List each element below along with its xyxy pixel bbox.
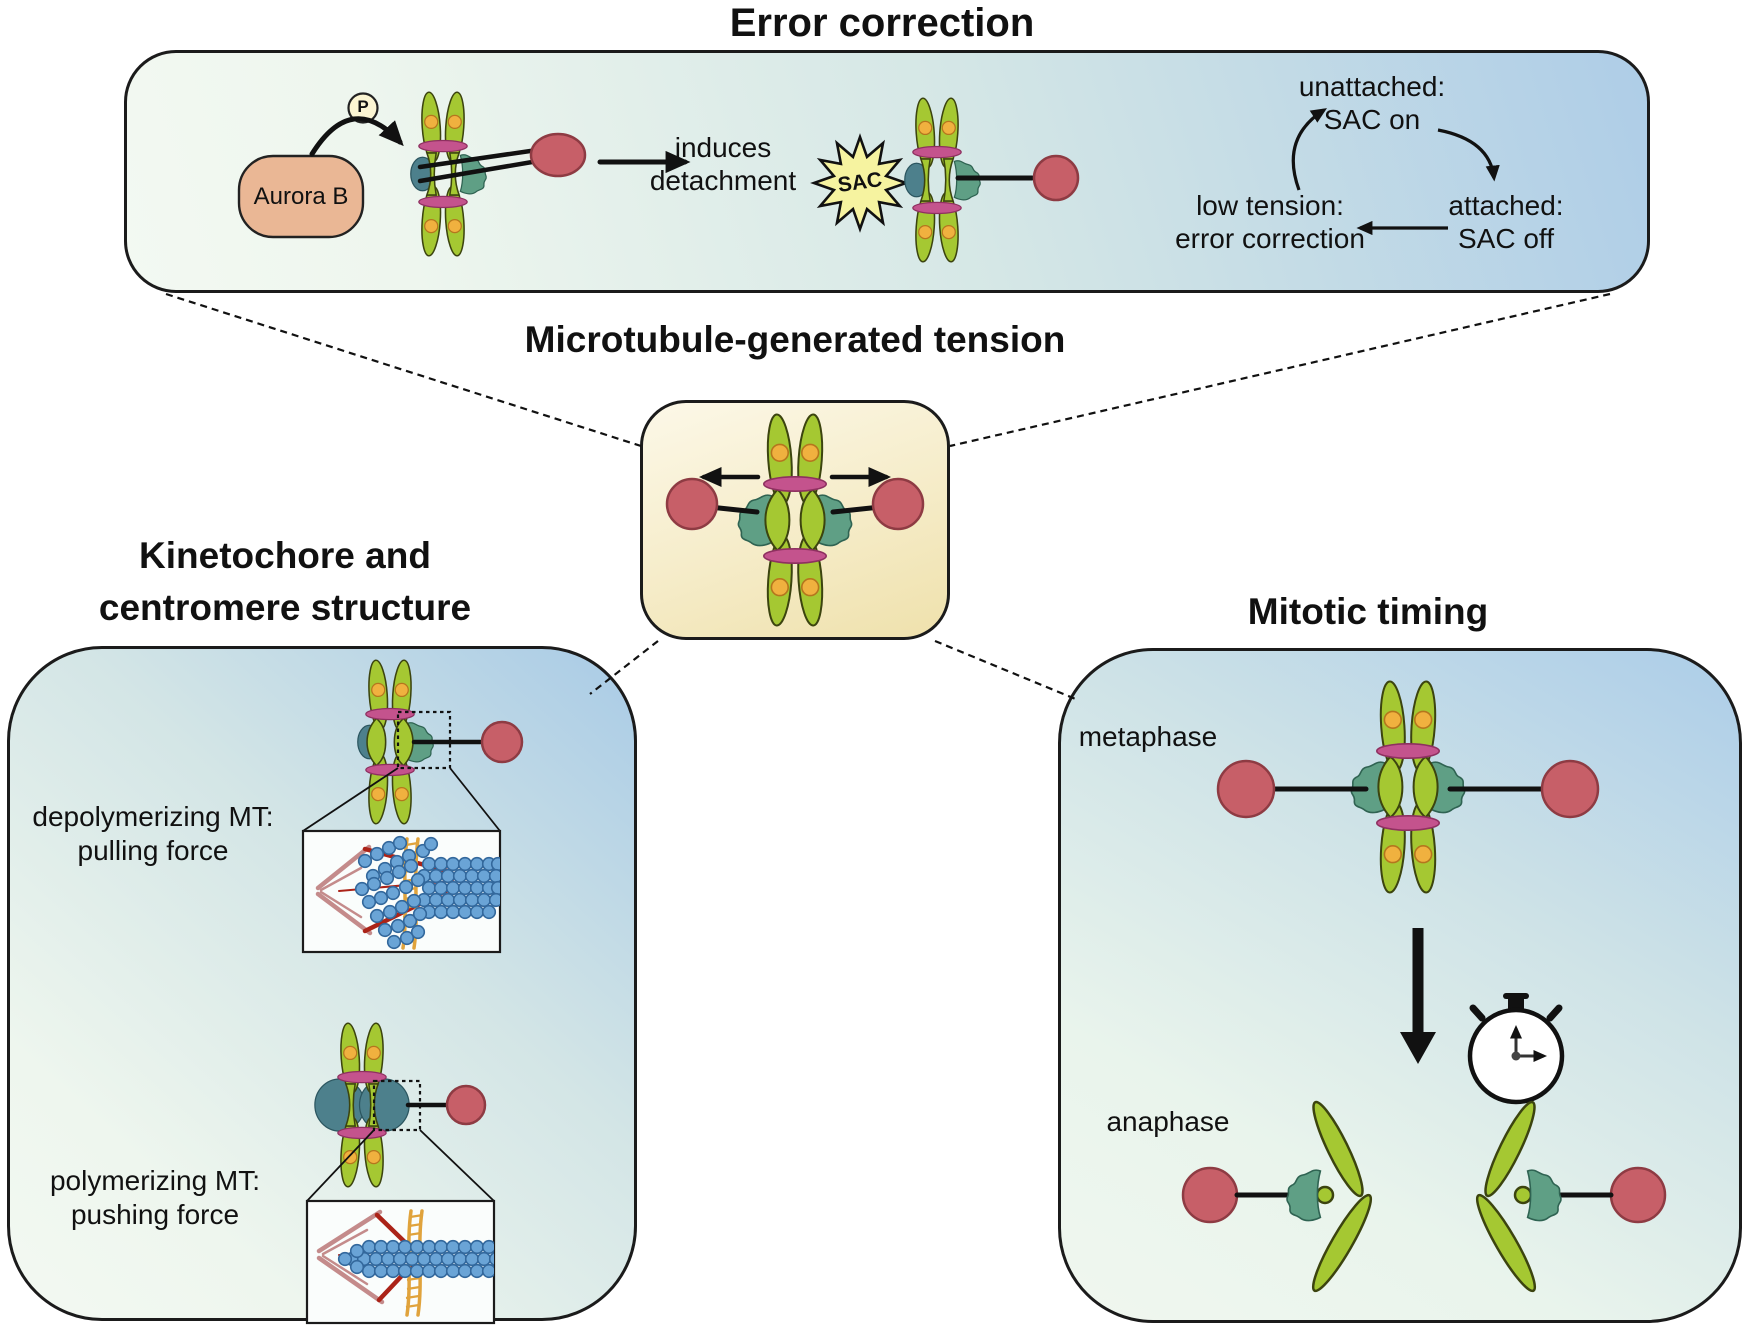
inset-depolymerizing-content	[315, 835, 500, 950]
time-arrow	[1400, 928, 1436, 1064]
anaphase-chromatid-left	[1181, 1098, 1378, 1296]
phospho-arrow	[309, 116, 404, 157]
misattached-microtubules	[417, 132, 587, 184]
chromosome-corrected	[904, 96, 981, 264]
attached-sac-off-label: attached: SAC off	[1448, 190, 1564, 254]
anaphase-label: anaphase	[1106, 1106, 1230, 1137]
sac-starburst	[810, 133, 910, 233]
error-correction-title: Error correction	[729, 1, 1035, 45]
metaphase-chromosome	[1350, 679, 1466, 895]
inset-polymerizing-content	[316, 1209, 494, 1317]
kinetochore-title-line1: Kinetochore and	[139, 535, 431, 576]
spindle-pole	[1181, 1166, 1239, 1224]
corrected-microtubule	[955, 154, 1080, 202]
spindle-pole	[480, 720, 524, 764]
tension-title: Microtubule-generated tension	[524, 319, 1066, 360]
low-tension-label: low tension: error correction	[1175, 190, 1365, 254]
chromosome-pushing	[314, 1021, 410, 1189]
protofilament-lattice	[416, 856, 500, 920]
spindle-pole	[1216, 759, 1276, 819]
kinetochore-title: Kinetochore and centromere structure	[30, 530, 540, 634]
induces-detachment-label: induces detachment	[649, 132, 797, 196]
zoom-region-depolymerizing	[396, 710, 452, 770]
kinetochore-title-line2: centromere structure	[98, 587, 472, 628]
spindle-pole	[529, 132, 587, 178]
metaphase-microtubules	[1216, 759, 1600, 819]
anaphase-chromatid-right	[1470, 1098, 1667, 1296]
mitotic-timing-title: Mitotic timing	[1247, 591, 1489, 632]
pushing-microtubule	[405, 1084, 487, 1126]
peeling-dimers	[354, 835, 439, 950]
sac-cycle-arrows	[1291, 108, 1500, 236]
polymerizing-label: polymerizing MT: pushing force	[49, 1165, 261, 1230]
spindle-pole	[1032, 154, 1080, 202]
spindle-pole	[871, 477, 925, 531]
aurora-b-blob	[237, 154, 365, 239]
spindle-pole	[1609, 1166, 1667, 1224]
pulling-microtubule	[411, 720, 524, 764]
chromosome-under-tension	[737, 412, 853, 628]
protofilament-lattice	[337, 1239, 494, 1279]
unattached-sac-on-label: unattached: SAC on	[1298, 71, 1446, 135]
dashed-connectors	[165, 292, 1611, 702]
tension-microtubules	[665, 467, 925, 531]
phosphorylation-circle	[347, 92, 379, 124]
spindle-pole	[665, 477, 719, 531]
metaphase-label: metaphase	[1078, 721, 1218, 752]
stopwatch-icon	[1467, 993, 1565, 1105]
phospho-label: P	[357, 97, 369, 116]
spindle-pole	[1540, 759, 1600, 819]
aurora-b-label: Aurora B	[253, 183, 349, 210]
spindle-pole	[445, 1084, 487, 1126]
chromosome-pulling	[357, 658, 434, 826]
depolymerizing-label: depolymerizing MT: pulling force	[32, 801, 274, 866]
zoom-region-polymerizing	[372, 1079, 422, 1132]
